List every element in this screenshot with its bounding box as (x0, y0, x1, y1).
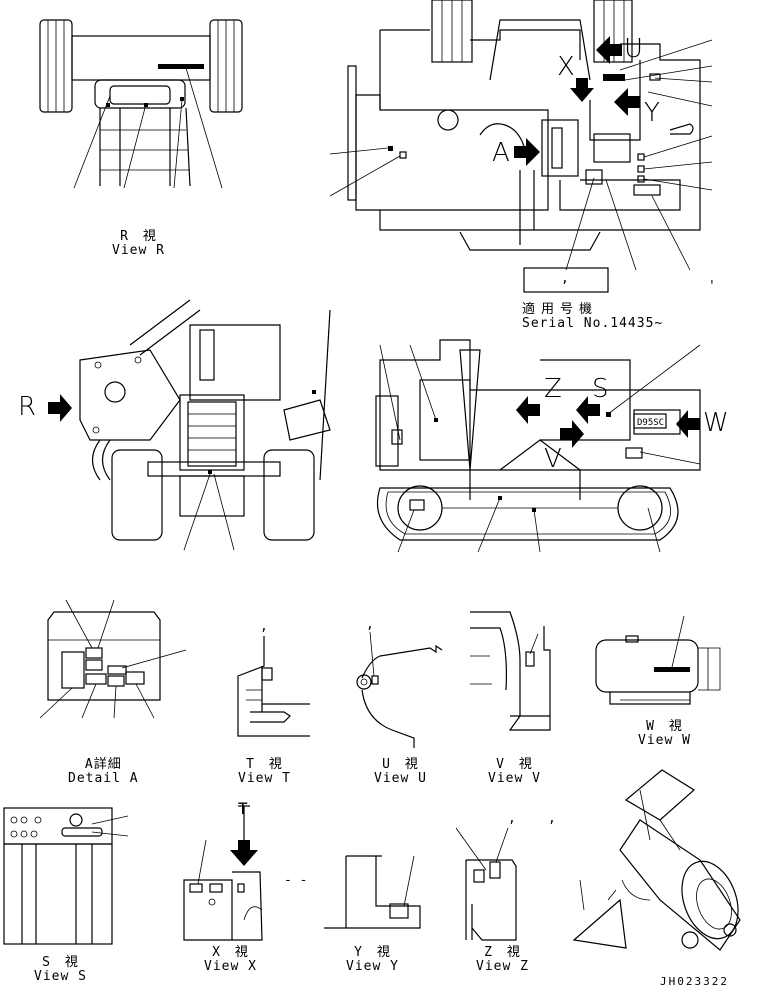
drawing-number: JH023322 (660, 975, 729, 988)
view-z-mark-2: , (548, 811, 556, 826)
view-u-drawing (356, 631, 443, 748)
view-v-drawing (470, 611, 551, 731)
view-arrow-label-y: Y (644, 98, 660, 128)
view-arrow-label-t: T (238, 799, 248, 818)
view-arrow-label-w: W (703, 408, 729, 438)
front-view-drawing (375, 339, 701, 553)
detail-a-drawing (39, 599, 187, 719)
serial-number-label: 適用号機 Serial No.14435~ (522, 302, 664, 331)
view-arrow-label-s: S (592, 374, 609, 404)
view-x-mark: - - (284, 873, 308, 888)
view-arrow-label-u: U (624, 34, 644, 64)
view-t-drawing (237, 636, 310, 737)
view-arrow-label-r: R (18, 392, 37, 422)
view-arrow-label-z: Z (544, 374, 562, 404)
view-w-drawing (595, 615, 721, 705)
view-z-drawing (455, 827, 517, 941)
view-z-mark-1: , (508, 811, 516, 826)
model-plate-text: D95SC (637, 418, 665, 428)
view-t-mark: , (260, 619, 268, 634)
view-arrow-label-x: X (557, 52, 575, 82)
side-view-drawing (329, 0, 713, 293)
bracket-detail-drawing (572, 769, 741, 951)
view-u-mark: , (366, 617, 374, 632)
view-arrow-label-v: V (544, 444, 562, 474)
view-s-drawing (3, 807, 129, 945)
serial-box-comma: , (561, 271, 569, 286)
view-r-drawing (39, 19, 243, 189)
view-x-drawing (183, 805, 263, 941)
rear-view-drawing (48, 299, 331, 551)
view-y-drawing (324, 855, 421, 929)
view-arrow-label-a: A (492, 138, 510, 168)
leader-mark: ' (708, 279, 716, 294)
